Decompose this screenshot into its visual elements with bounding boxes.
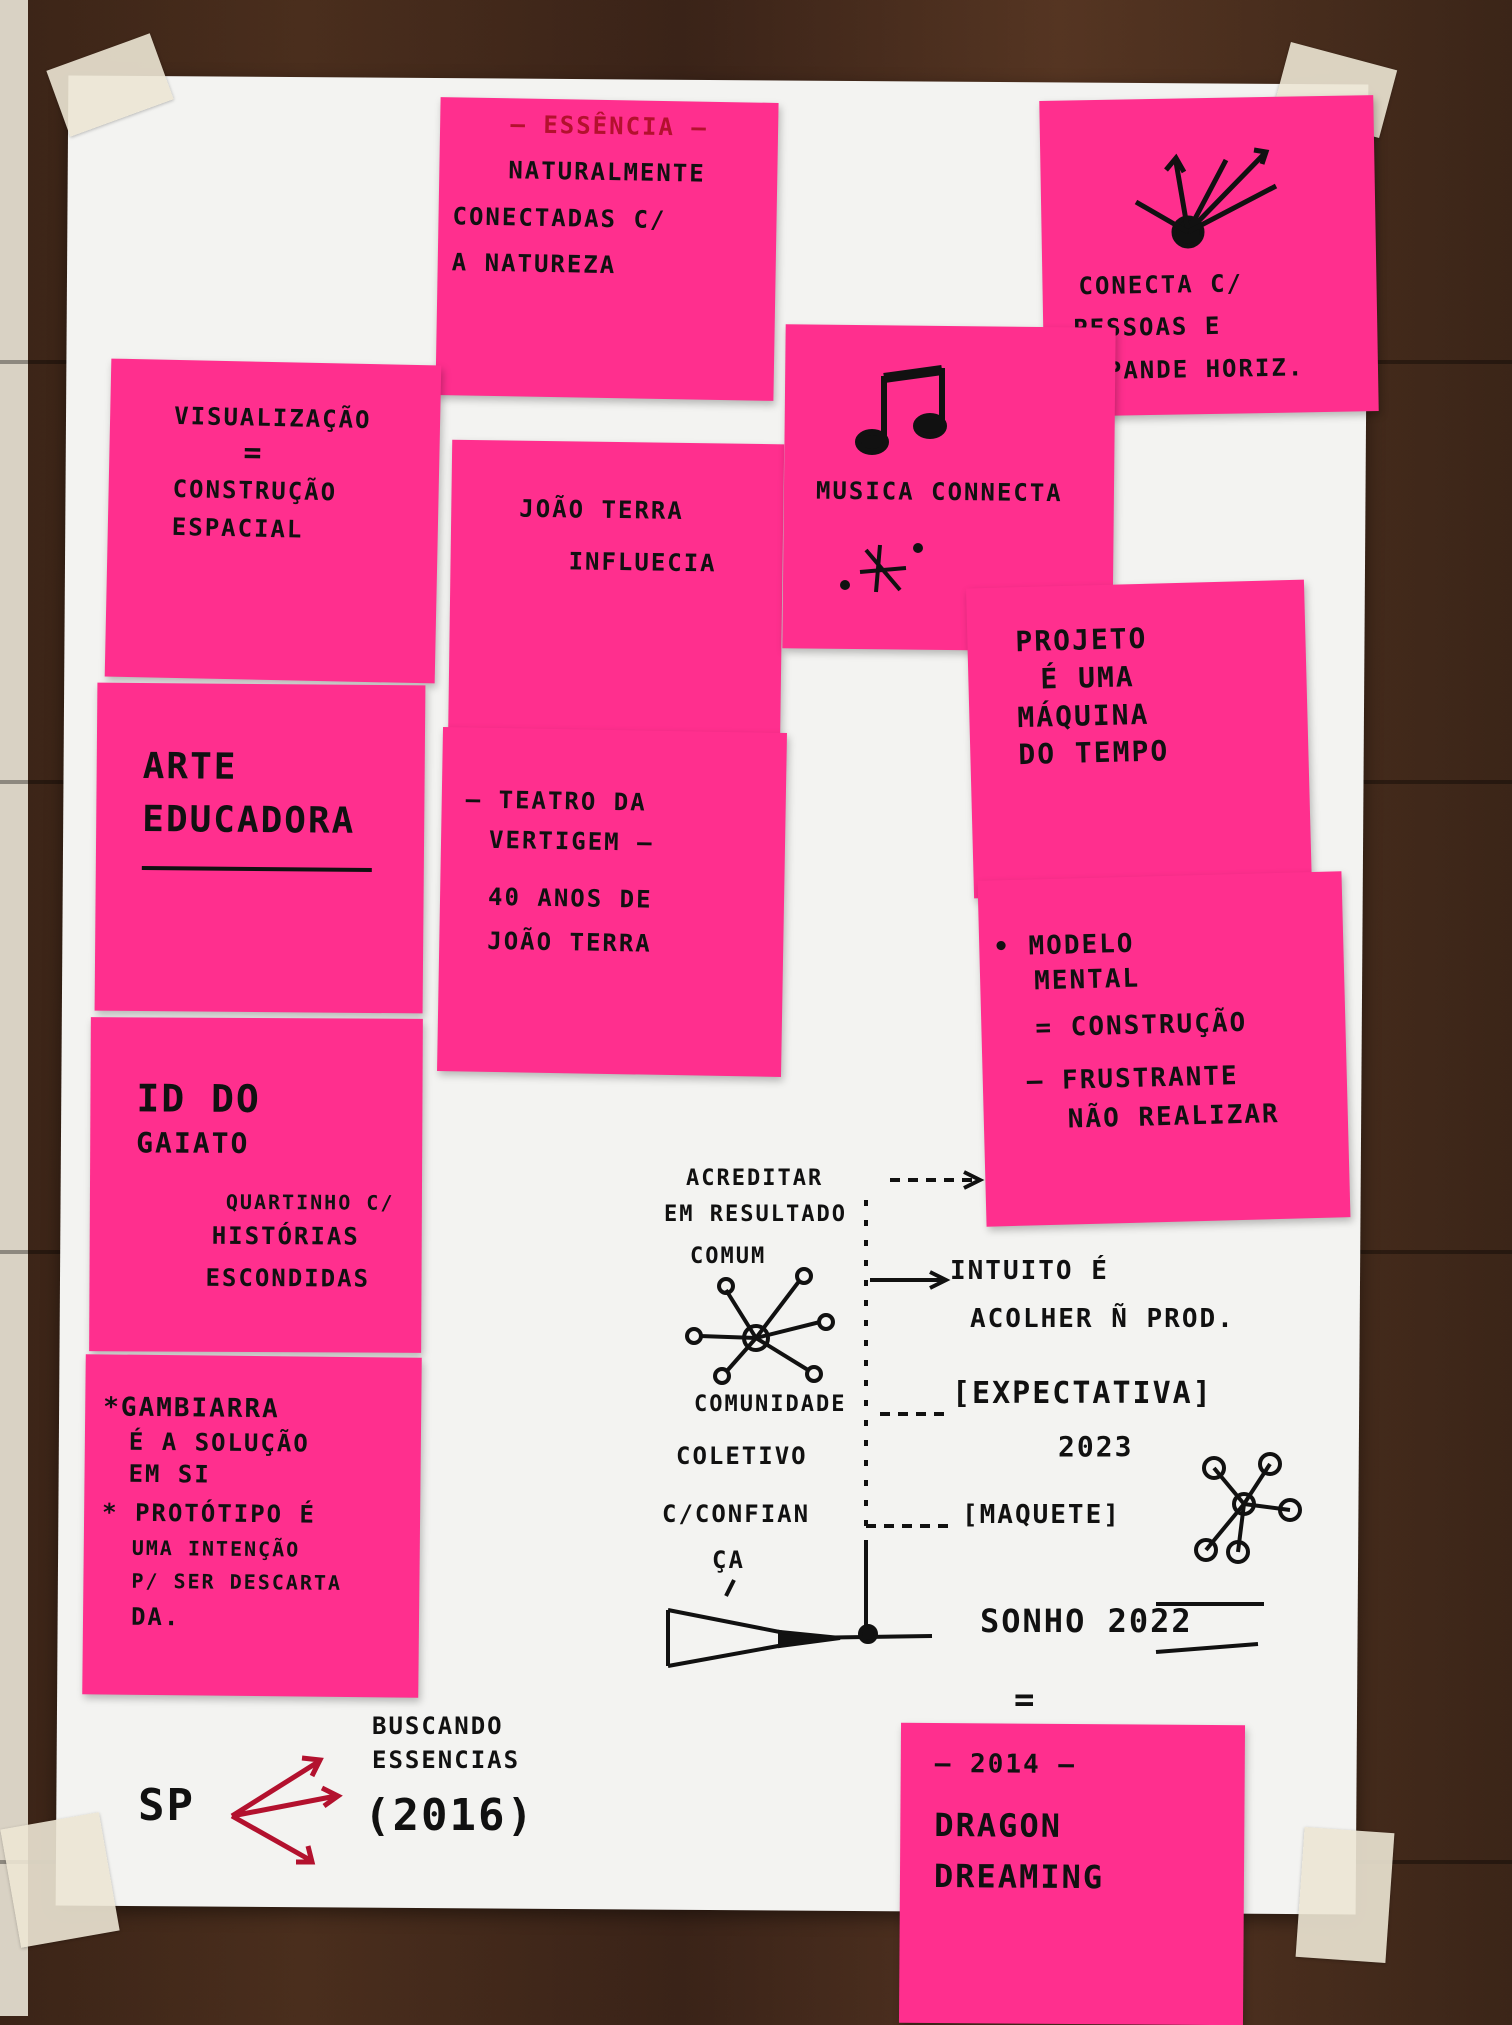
note-line: EXPANDE HORIZ. [1073, 353, 1305, 386]
note-line: * PROTÓTIPO É [101, 1498, 317, 1529]
sticky-note-gambiarra: *GAMBIARRA É A SOLUÇÃO EM SI * PROTÓTIPO… [82, 1354, 422, 1698]
note-line: EM SI [128, 1460, 211, 1490]
text-year-2016: (2016) [364, 1790, 535, 1841]
note-line: EDUCADORA [142, 798, 356, 842]
sticky-note-projeto: PROJETO É UMA MÁQUINA DO TEMPO [966, 579, 1312, 899]
tape-bottom-left [0, 1812, 120, 1948]
diagram-text-maquete: [MAQUETE] [962, 1500, 1121, 1530]
diagram-text-acreditar: ACREDITAR [686, 1166, 824, 1191]
note-line: NATURALMENTE [508, 156, 706, 189]
note-line: MENTAL [1033, 963, 1141, 997]
note-line: HISTÓRIAS [211, 1221, 360, 1251]
sticky-note-joao-terra: JOÃO TERRA INFLUECIA [447, 439, 785, 765]
diagram-text-expectativa: [EXPECTATIVA] [952, 1376, 1213, 1411]
note-line: CONECTADAS C/ [452, 202, 667, 234]
diagram-text-sonho: SONHO 2022 [980, 1602, 1193, 1640]
note-line: 40 ANOS DE [487, 882, 653, 914]
note-line: JOÃO TERRA [519, 494, 684, 525]
note-line: = [243, 435, 264, 472]
sticky-note-essencia: — ESSÊNCIA — NATURALMENTE CONECTADAS C/ … [435, 97, 779, 401]
note-line: A NATUREZA [451, 248, 617, 280]
note-line: CONSTRUÇÃO [172, 474, 338, 507]
note-line: ESPACIAL [171, 513, 304, 544]
diagram-text-acreditar: COMUM [690, 1244, 767, 1269]
wall-edge [0, 0, 28, 2016]
note-line: ID DO [136, 1076, 261, 1122]
diagram-text-confianca: ÇA [712, 1546, 745, 1574]
text-sp: SP [138, 1780, 195, 1831]
diagram-text-confianca: C/CONFIAN [662, 1500, 811, 1528]
note-line: VERTIGEM – [488, 826, 654, 858]
diagram-text-year-2023: 2023 [1058, 1430, 1134, 1463]
note-line: INFLUECIA [568, 547, 717, 578]
note-title: — ESSÊNCIA — [510, 110, 709, 142]
diagram-text-acreditar: EM RESULTADO [664, 1202, 847, 1227]
note-line: É A SOLUÇÃO [128, 1427, 310, 1458]
note-line: — 2014 — [934, 1749, 1077, 1781]
diagram-text-comunidade: COMUNIDADE [694, 1392, 847, 1417]
note-line: VISUALIZAÇÃO [173, 401, 372, 435]
note-line: DREAMING [933, 1857, 1105, 1897]
note-line: DO TEMPO [1017, 734, 1170, 772]
sticky-note-id-gaiato: ID DO GAIATO QUARTINHO C/ HISTÓRIAS ESCO… [89, 1017, 423, 1353]
note-line: CONECTA C/ [1078, 269, 1244, 301]
note-line: ARTE [142, 745, 238, 788]
sticky-note-visualizacao: VISUALIZAÇÃO = CONSTRUÇÃO ESPACIAL [104, 358, 442, 684]
sticky-note-teatro: – TEATRO DA VERTIGEM – 40 ANOS DE JOÃO T… [437, 727, 787, 1077]
diagram-text-coletivo: COLETIVO [676, 1442, 808, 1470]
sticky-note-dragon-dreaming: — 2014 — DRAGON DREAMING [898, 1722, 1246, 2025]
note-line: DA. [130, 1603, 181, 1632]
diagram-text-equals: = [1014, 1680, 1037, 1720]
text-buscando: BUSCANDO [372, 1712, 504, 1740]
note-line: – TEATRO DA [465, 785, 647, 817]
diagram-text-intuito: ACOLHER Ñ PROD. [970, 1304, 1235, 1334]
note-line: UMA INTENÇÃO [131, 1536, 301, 1562]
diagram-text-intuito: INTUITO É [950, 1256, 1109, 1286]
note-line: NÃO REALIZAR [1067, 1099, 1280, 1135]
underline [141, 866, 372, 873]
note-line: MUSICA CONNECTA [815, 476, 1063, 508]
text-essencias: ESSENCIAS [372, 1746, 521, 1774]
note-line: = CONSTRUÇÃO [1035, 1008, 1248, 1044]
note-line: QUARTINHO C/ [225, 1189, 395, 1215]
note-line: DRAGON [934, 1806, 1063, 1846]
note-line: ESCONDIDAS [205, 1264, 371, 1294]
note-line: – FRUSTRANTE [1026, 1061, 1239, 1097]
sticky-note-arte-educadora: ARTE EDUCADORA [94, 682, 426, 1014]
note-line: GAIATO [136, 1126, 250, 1161]
tape-bottom-right [1295, 1827, 1395, 1963]
note-line: JOÃO TERRA [487, 927, 653, 958]
sticky-note-modelo-mental: • MODELO MENTAL = CONSTRUÇÃO – FRUSTRANT… [977, 871, 1351, 1227]
note-line: *GAMBIARRA [103, 1392, 280, 1425]
note-line: P/ SER DESCARTA [131, 1569, 343, 1596]
note-line: PESSOAS E [1073, 312, 1222, 343]
